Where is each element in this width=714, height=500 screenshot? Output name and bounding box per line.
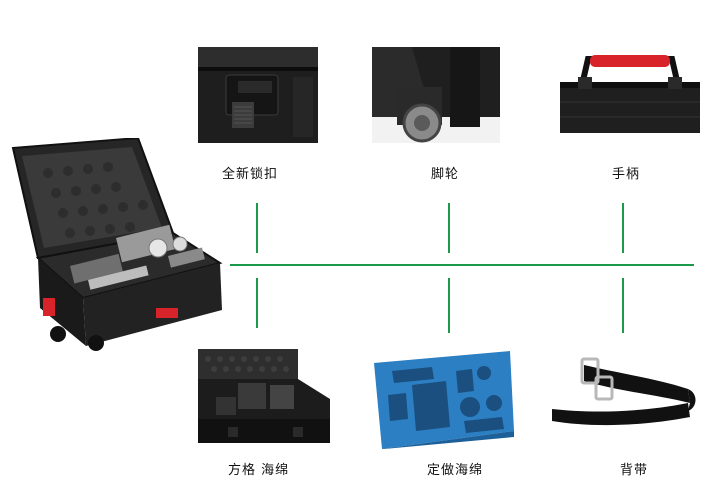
main-case-image xyxy=(8,138,233,353)
wheels-photo xyxy=(372,47,500,143)
connector-handle-top xyxy=(622,203,624,253)
strap-photo xyxy=(548,351,698,431)
handle-illustration xyxy=(560,47,700,133)
custom-foam-label: 定做海绵 xyxy=(427,463,484,478)
custom-foam-illustration xyxy=(372,349,516,449)
connector-strap-bottom xyxy=(622,278,624,333)
handle-label: 手柄 xyxy=(612,167,641,182)
grid-foam-label: 方格 海绵 xyxy=(228,463,290,478)
handle-photo xyxy=(560,47,700,133)
latch-photo xyxy=(198,47,318,143)
latch-illustration xyxy=(198,47,318,143)
wheel-illustration xyxy=(372,47,500,143)
connector-grid-foam-bottom xyxy=(256,278,258,328)
grid-foam-illustration xyxy=(198,349,330,443)
custom-foam-photo xyxy=(372,349,516,449)
wheels-label: 脚轮 xyxy=(431,167,460,182)
open-case-illustration xyxy=(11,138,223,351)
connector-custom-foam-bottom xyxy=(448,278,450,333)
strap-label: 背带 xyxy=(620,463,649,478)
latch-label: 全新锁扣 xyxy=(222,167,279,182)
connector-latch-top xyxy=(256,203,258,253)
strap-illustration xyxy=(548,351,698,431)
connector-wheels-top xyxy=(448,203,450,253)
connector-horizontal xyxy=(230,264,694,266)
grid-foam-photo xyxy=(198,349,330,443)
